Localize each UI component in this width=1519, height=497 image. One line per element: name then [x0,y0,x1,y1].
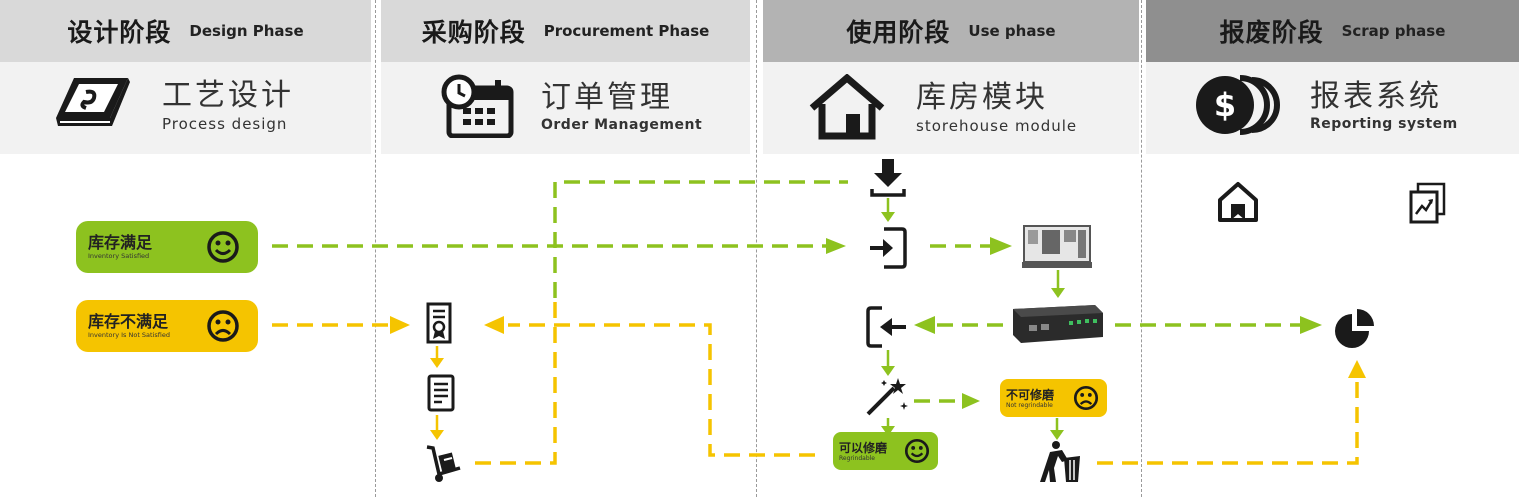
column-divider [375,0,376,497]
report-chart-icon [1409,182,1446,224]
status-regrindable: 可以修磨 Regrindable [833,432,938,470]
flow-line-delivery-to-order [475,300,557,465]
phase-header-design: 设计阶段 Design Phase [0,0,371,62]
column-divider [756,0,757,497]
status-label-cn: 库存不满足 [88,312,169,331]
trash-bin-icon [1040,441,1080,482]
phase-title-cn: 采购阶段 [421,18,526,47]
module-title-en: Process design [162,115,288,133]
status-label-en: Inventory Is Not Satisfied [88,331,171,339]
book-icon [56,78,130,126]
coins-icon: $ [1196,75,1280,135]
cnc-machine-icon [1022,225,1092,268]
module-reporting: $ 报表系统 Reporting system [1194,74,1458,136]
phase-title-cn: 使用阶段 [846,18,951,47]
module-title-en: Order Management [541,117,703,133]
module-title-cn: 工艺设计 [162,78,294,113]
phase-title-en: Scrap phase [1341,22,1446,40]
svg-text:$: $ [1214,86,1236,124]
flow-line-regrind-to-order [508,323,815,457]
module-title-en: Reporting system [1310,116,1458,132]
magic-wand-icon [866,378,908,416]
phase-title-cn: 报废阶段 [1219,18,1324,47]
module-title-cn: 订单管理 [541,80,673,115]
module-title-cn: 报表系统 [1310,79,1442,114]
sad-face-icon [207,310,239,342]
phase-title-cn: 设计阶段 [67,18,172,47]
status-label-cn: 不可修磨 [1006,387,1055,402]
document-list-icon [427,374,455,412]
phase-title-en: Design Phase [189,22,304,40]
module-title-en: storehouse module [916,117,1078,135]
module-band-procurement [381,62,750,154]
sign-out-icon [866,306,906,348]
sign-in-icon [870,227,907,269]
phase-header-scrap: 报废阶段 Scrap phase [1146,0,1519,62]
module-title-cn: 库房模块 [916,80,1048,115]
column-divider [1141,0,1142,497]
module-storehouse: 库房模块 storehouse module [808,74,1077,140]
house-icon [809,74,885,140]
sad-face-icon [1073,385,1099,411]
status-label-cn: 可以修磨 [839,440,888,455]
warehouse-icon [1218,182,1258,222]
status-inventory-satisfied: 库存满足 Inventory Satisfied [76,221,258,273]
download-tray-icon [870,159,906,197]
hand-truck-icon [426,445,461,482]
status-inventory-not-satisfied: 库存不满足 Inventory Is Not Satisfied [76,300,258,352]
phase-title-en: Use phase [968,22,1056,40]
tool-cabinet-device-icon [1013,305,1103,343]
module-order-management: 订单管理 Order Management [441,74,702,138]
status-label-cn: 库存满足 [88,233,153,252]
happy-face-icon [904,438,930,464]
flow-line-order-to-storehouse [553,180,848,298]
calendar-clock-icon [441,74,514,138]
status-label-en: Not regrindable [1006,401,1053,409]
module-process-design: 工艺设计 Process design [52,74,294,136]
status-not-regrindable: 不可修磨 Not regrindable [1000,379,1107,417]
status-label-en: Regrindable [839,454,875,462]
phase-header-procurement: 采购阶段 Procurement Phase [381,0,750,62]
flow-line-scrap-to-report [1097,378,1359,465]
pie-chart-icon [1335,309,1374,348]
phase-title-en: Procurement Phase [543,22,710,40]
certificate-document-icon [426,302,452,344]
happy-face-icon [207,231,239,263]
status-label-en: Inventory Satisfied [88,252,150,260]
phase-header-use: 使用阶段 Use phase [763,0,1139,62]
